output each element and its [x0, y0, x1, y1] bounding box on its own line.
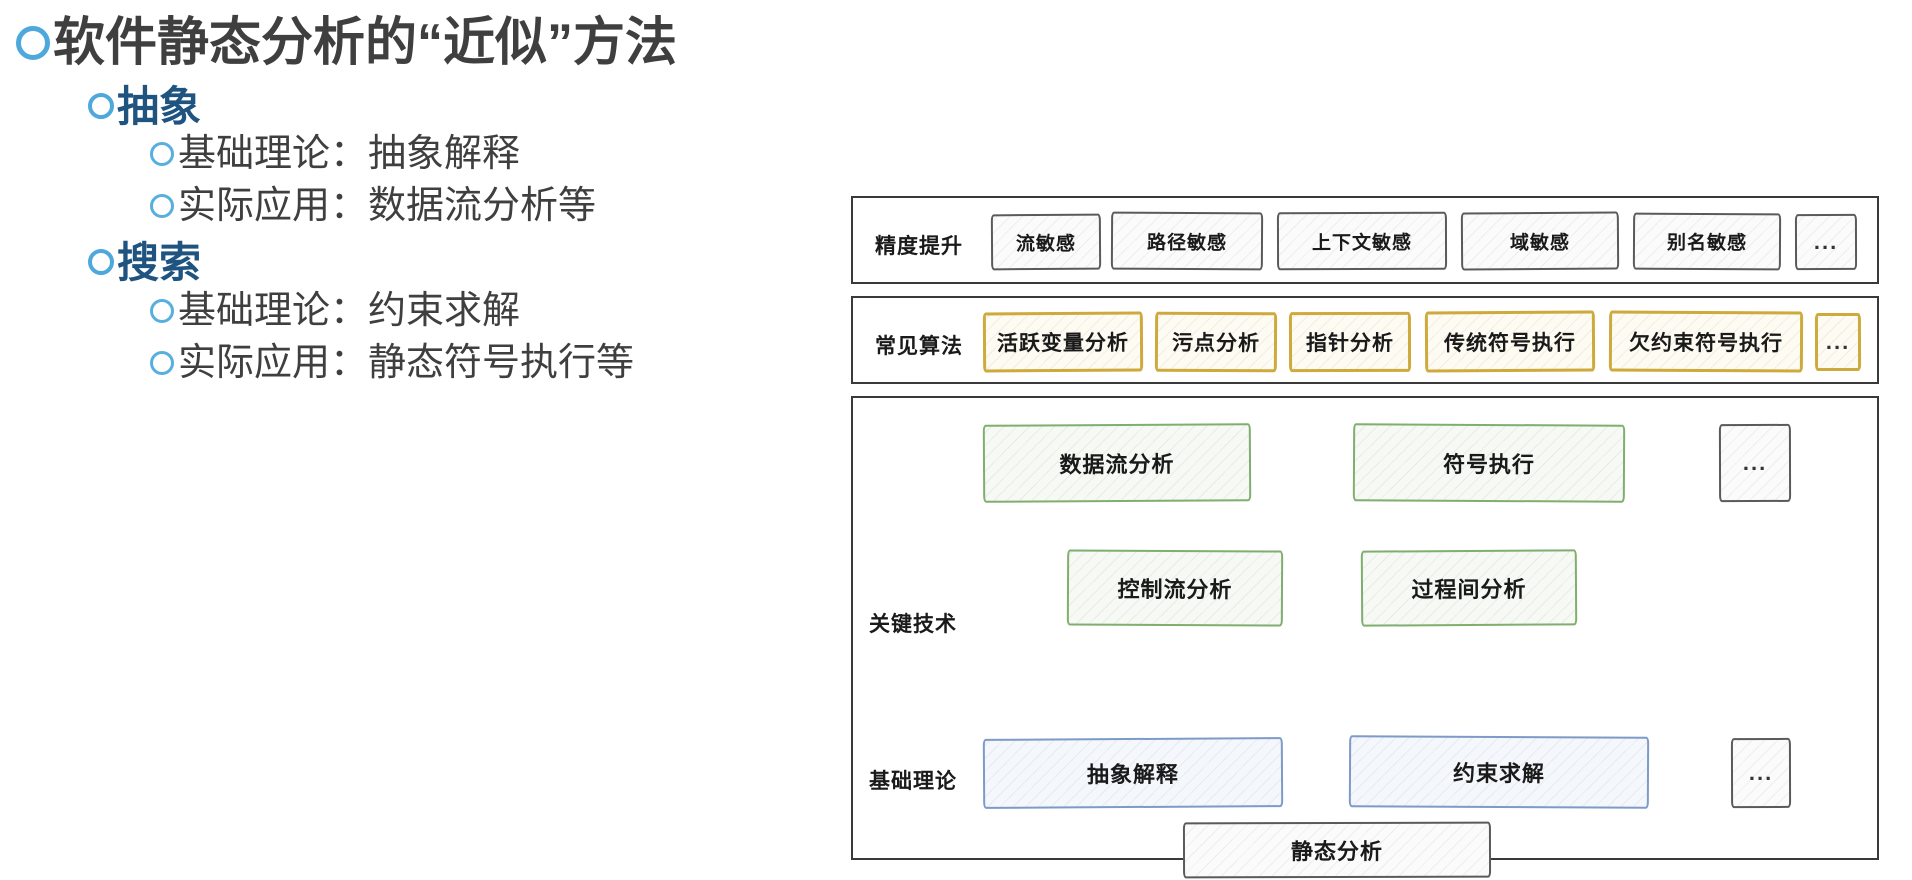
- panel-core-techniques: 关键技术 数据流分析 符号执行 ... 控制流分析 过程间分析 基础理论 抽象解…: [851, 396, 1879, 879]
- box-field-sensitive: 域敏感: [1460, 211, 1620, 271]
- box-underconstrained-symbolic-execution: 欠约束符号执行: [1608, 310, 1804, 373]
- bullet-ring-icon: [150, 142, 174, 166]
- row-label-algorithms: 常见算法: [875, 335, 963, 358]
- bullet-ring-icon: [150, 351, 174, 375]
- list-item: 基础理论：抽象解释: [150, 131, 520, 177]
- bullet-ring-icon: [150, 299, 174, 323]
- box-more-precision: ...: [1794, 213, 1858, 271]
- row-label-key-techniques: 关键技术: [869, 613, 957, 636]
- panel-algorithms: 常见算法 活跃变量分析 污点分析 指针分析 传统符号执行 欠约束符号执行 ...: [851, 296, 1879, 384]
- section-heading-abstraction: 抽象: [88, 82, 201, 132]
- page-title: 软件静态分析的“近似”方法: [16, 12, 677, 74]
- box-path-sensitive: 路径敏感: [1110, 211, 1264, 271]
- list-item-text: 基础理论：约束求解: [178, 290, 521, 332]
- box-interprocedural-analysis: 过程间分析: [1360, 549, 1578, 627]
- bullet-ring-icon: [88, 249, 114, 275]
- box-dataflow-analysis: 数据流分析: [982, 423, 1252, 503]
- bullet-ring-icon: [150, 194, 174, 218]
- list-item: 实际应用：数据流分析等: [150, 183, 596, 229]
- row-label-foundational-theory: 基础理论: [869, 770, 957, 793]
- list-item: 基础理论：约束求解: [150, 288, 520, 334]
- list-item-text: 实际应用：数据流分析等: [178, 185, 597, 227]
- box-more-key-techniques: ...: [1718, 423, 1792, 503]
- box-flow-sensitive: 流敏感: [990, 213, 1102, 271]
- section-heading-text: 抽象: [117, 83, 202, 130]
- section-heading-search: 搜索: [88, 238, 201, 288]
- bullet-ring-icon: [16, 26, 50, 60]
- box-static-analysis: 静态分析: [1182, 821, 1492, 879]
- bullet-ring-icon: [88, 93, 114, 119]
- static-analysis-layer-diagram: 精度提升 流敏感 路径敏感 上下文敏感 域敏感 别名敏感 ... 常见算法 活跃…: [851, 196, 1879, 879]
- panel-precision: 精度提升 流敏感 路径敏感 上下文敏感 域敏感 别名敏感 ...: [851, 196, 1879, 284]
- list-item-text: 基础理论：抽象解释: [178, 133, 521, 175]
- box-controlflow-analysis: 控制流分析: [1066, 549, 1284, 627]
- box-abstract-interpretation: 抽象解释: [982, 737, 1284, 809]
- box-live-variable-analysis: 活跃变量分析: [982, 311, 1144, 373]
- row-label-precision: 精度提升: [875, 235, 963, 258]
- box-taint-analysis: 污点分析: [1154, 311, 1278, 373]
- box-more-foundations: ...: [1730, 737, 1792, 809]
- box-symbolic-execution: 符号执行: [1352, 423, 1626, 503]
- slide-outline: 软件静态分析的“近似”方法 抽象 基础理论：抽象解释 实际应用：数据流分析等 搜…: [0, 0, 860, 880]
- list-item-text: 实际应用：静态符号执行等: [178, 342, 635, 384]
- box-more-algorithms: ...: [1814, 312, 1862, 372]
- section-heading-text: 搜索: [117, 239, 202, 286]
- list-item: 实际应用：静态符号执行等: [150, 340, 634, 386]
- box-traditional-symbolic-execution: 传统符号执行: [1424, 310, 1596, 373]
- box-constraint-solving: 约束求解: [1348, 735, 1650, 809]
- page-title-text: 软件静态分析的“近似”方法: [53, 14, 678, 72]
- box-context-sensitive: 上下文敏感: [1276, 211, 1448, 271]
- box-alias-sensitive: 别名敏感: [1632, 212, 1782, 271]
- box-pointer-analysis: 指针分析: [1288, 311, 1412, 373]
